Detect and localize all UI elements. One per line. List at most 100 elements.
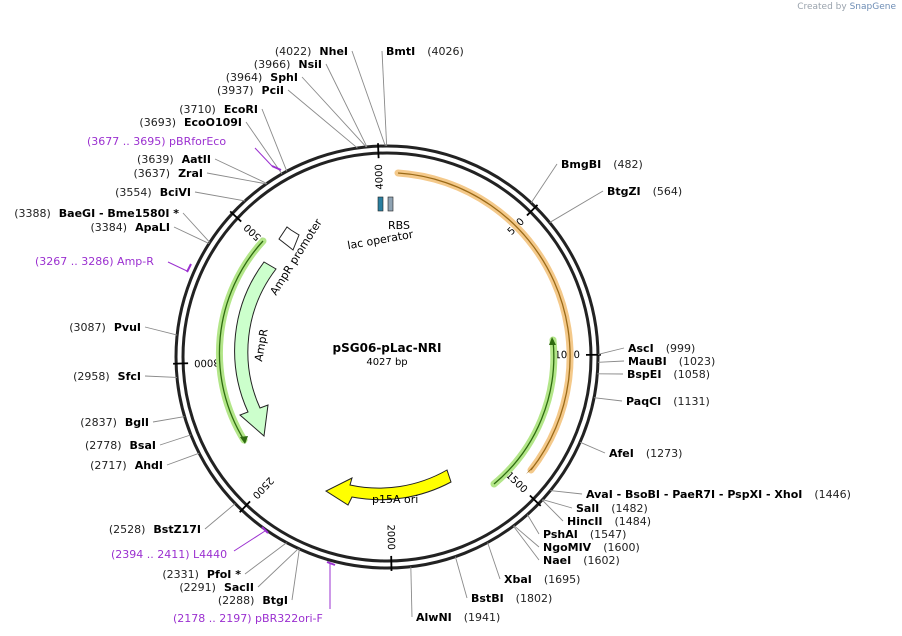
site-leader-line <box>487 542 501 580</box>
orf-orange-line <box>397 172 571 471</box>
restriction-site-label[interactable]: (4022)NheI <box>275 45 348 58</box>
backbone-outer-circle <box>174 144 600 570</box>
restriction-site-label[interactable]: (2958)SfcI <box>73 370 141 383</box>
restriction-site-label[interactable]: (3693)EcoO109I <box>139 116 242 129</box>
lac-operator-label: lac operator <box>346 228 414 252</box>
site-leader-line <box>526 514 540 535</box>
primer-label-pbr322ori-f[interactable]: (2178 .. 2197) pBR322ori-F <box>173 612 323 625</box>
orf-left-green-line <box>218 240 264 441</box>
site-leader-line <box>166 452 200 466</box>
site-leader-line <box>291 548 300 601</box>
restriction-site-label[interactable]: (2288)BtgI <box>218 594 288 607</box>
restriction-site-label[interactable]: HincII(1484) <box>567 515 651 528</box>
restriction-site-label[interactable]: (2717)AhdI <box>90 459 163 472</box>
primer-label-pbrforeco[interactable]: (3677 .. 3695) pBRforEco <box>87 135 226 148</box>
restriction-site-label[interactable]: XbaI(1695) <box>504 573 580 586</box>
site-leader-line <box>257 548 299 588</box>
restriction-site-labels: BmtI(4026) (4022)NheI(3966)NsiI(3964)SphI… <box>14 45 851 624</box>
orf-green-line <box>493 339 555 485</box>
tick-label-2500: 2500 <box>250 474 275 500</box>
ampr-label: AmpR <box>252 328 271 363</box>
rbs-feature[interactable] <box>387 196 394 212</box>
site-leader-line <box>194 191 246 202</box>
primer-pbr322ori-mark <box>326 561 336 566</box>
ampr-promoter-feature[interactable] <box>278 226 300 251</box>
primer-l4440-leader <box>233 530 266 552</box>
restriction-site-label[interactable]: PaqCI(1131) <box>626 395 710 408</box>
p15a-ori-label: p15A ori <box>372 493 418 506</box>
restriction-site-label[interactable]: (3964)SphI <box>226 71 298 84</box>
restriction-site-label[interactable]: BmtI(4026) <box>386 45 464 58</box>
primer-pbrforeco-leader <box>254 147 273 167</box>
orf-green-arrowhead <box>549 337 556 345</box>
restriction-site-label[interactable]: BspEI(1058) <box>627 368 710 381</box>
primer-label-l4440[interactable]: (2394 .. 2411) L4440 <box>111 548 227 561</box>
tick-mark-3500 <box>229 210 242 223</box>
site-leader-line <box>351 50 386 147</box>
site-leader-line <box>454 556 468 599</box>
restriction-site-label[interactable]: (2528)BstZ17I <box>109 523 201 536</box>
site-leader-line <box>597 360 625 363</box>
site-leader-line <box>410 566 413 618</box>
restriction-site-label[interactable]: MauBI(1023) <box>628 355 715 368</box>
site-leader-line <box>206 172 267 185</box>
restriction-site-label[interactable]: AfeI(1273) <box>609 447 682 460</box>
tick-mark-2500 <box>239 500 251 513</box>
site-leader-line <box>579 441 606 454</box>
restriction-site-label[interactable]: BstBI(1802) <box>471 592 552 605</box>
restriction-site-label[interactable]: AlwNI(1941) <box>416 611 500 624</box>
restriction-site-label[interactable]: PshAI(1547) <box>543 528 626 541</box>
restriction-site-label[interactable]: AvaI - BsoBI - PaeR7I - PspXI - XhoI(144… <box>586 488 851 501</box>
restriction-site-label[interactable]: BtgZI(564) <box>607 185 682 198</box>
site-leader-line <box>204 503 236 530</box>
site-leader-line <box>144 375 178 378</box>
site-leader-line <box>152 416 185 423</box>
restriction-site-label[interactable]: (3937)PciI <box>217 84 284 97</box>
restriction-site-label[interactable]: (2778)BsaI <box>85 439 156 452</box>
restriction-site-label[interactable]: (3554)BciVI <box>115 186 191 199</box>
restriction-site-label[interactable]: (3384)ApaLI <box>91 221 171 234</box>
primer-ampr-leader <box>167 261 188 272</box>
site-leader-line <box>381 50 388 147</box>
plasmid-length: 4027 bp <box>366 357 407 368</box>
restriction-site-label[interactable]: (3966)NsiI <box>254 58 322 71</box>
restriction-site-label[interactable]: AscI(999) <box>628 342 695 355</box>
restriction-site-label[interactable]: NaeI(1602) <box>543 554 620 567</box>
backbone-inner-circle <box>181 151 593 563</box>
primer-ampr-mark <box>186 263 192 273</box>
restriction-site-label[interactable]: (3639)AatII <box>137 153 211 166</box>
restriction-site-label[interactable]: NgoMIV(1600) <box>543 541 640 554</box>
site-leader-line <box>593 397 623 402</box>
restriction-site-label[interactable]: (2331)PfoI * <box>162 568 241 581</box>
p15a-ori-feature[interactable] <box>324 469 452 506</box>
restriction-site-label[interactable]: (2291)SacII <box>179 581 254 594</box>
ampr-feature[interactable] <box>234 261 277 437</box>
site-leader-lines <box>144 50 625 618</box>
site-leader-line <box>173 226 210 244</box>
site-leader-line <box>144 326 178 336</box>
restriction-site-label[interactable]: (3087)PvuI <box>69 321 141 334</box>
orf-orange-arrowhead <box>526 466 533 474</box>
lac-operator-feature[interactable] <box>377 196 384 212</box>
tick-label-2000: 2000 <box>385 524 397 550</box>
restriction-site-label[interactable]: (3637)ZraI <box>134 167 204 180</box>
site-leader-line <box>549 190 604 223</box>
watermark-prefix: Created by <box>797 2 847 12</box>
restriction-site-label[interactable]: BmgBI(482) <box>561 158 643 171</box>
tick-mark-4000 <box>377 143 380 159</box>
restriction-site-label[interactable]: (2837)BglI <box>80 416 149 429</box>
restriction-site-label[interactable]: (3710)EcoRI <box>179 103 258 116</box>
restriction-site-label[interactable]: (3388)BaeGI - Bme1580I * <box>14 207 179 220</box>
primer-label-ampr[interactable]: (3267 .. 3286) Amp-R <box>35 255 154 268</box>
tick-mark-1500 <box>529 494 542 507</box>
tick-label-4000: 4000 <box>374 164 386 190</box>
primer-pbrforeco-mark <box>271 165 282 171</box>
primer-l4440-mark <box>261 526 269 534</box>
watermark-brand: SnapGene <box>849 2 896 12</box>
site-leader-line <box>214 158 268 184</box>
tick-mark-500 <box>526 204 539 217</box>
site-leader-line <box>261 108 288 172</box>
site-leader-line <box>541 499 564 522</box>
restriction-site-label[interactable]: SalI(1482) <box>576 502 648 515</box>
plasmid-name: pSG06-pLac-NRI <box>333 341 442 355</box>
